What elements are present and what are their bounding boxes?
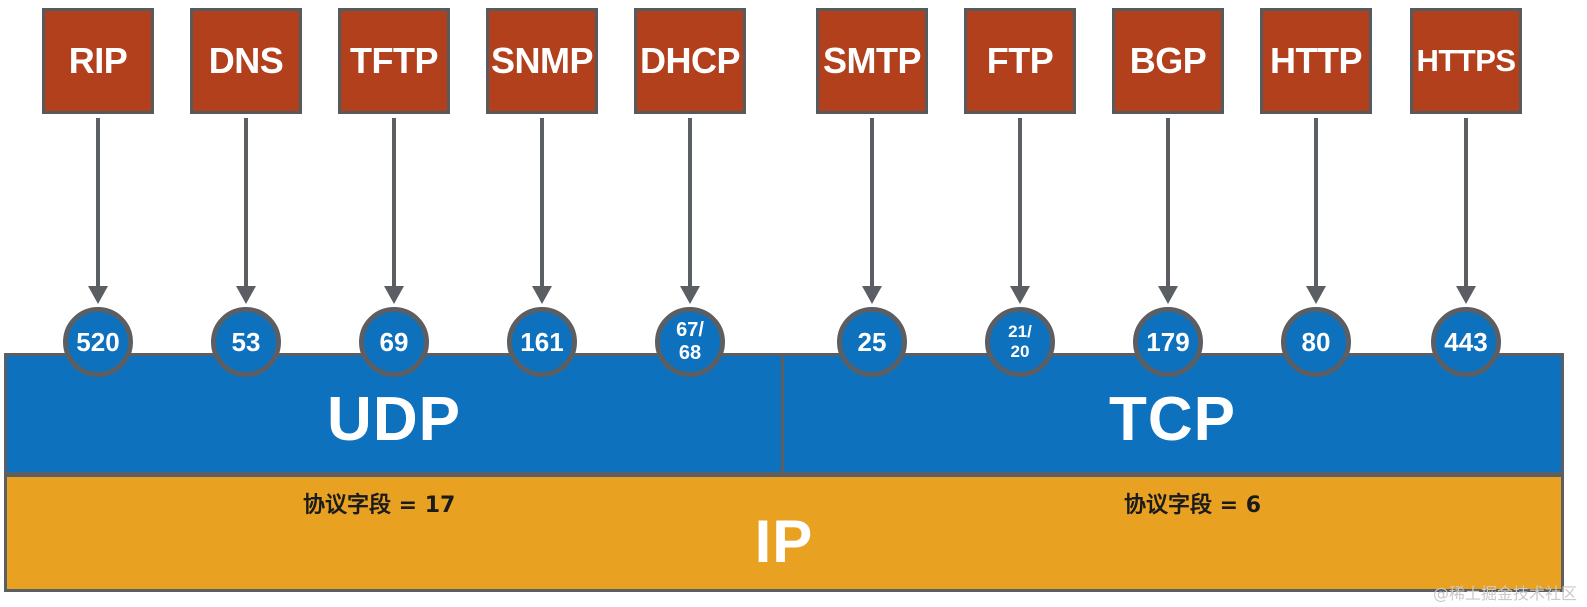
port-circle-dhcp: 67/68 bbox=[655, 307, 725, 377]
protocol-label: SMTP bbox=[822, 40, 922, 81]
port-number: 25 bbox=[857, 327, 887, 357]
arrow-line bbox=[688, 118, 692, 288]
port-circle-https: 443 bbox=[1431, 307, 1501, 377]
protocol-box-smtp: SMTP bbox=[816, 8, 928, 114]
udp-layer-label: UDP bbox=[327, 385, 461, 454]
arrow-line bbox=[96, 118, 100, 288]
protocol-box-bgp: BGP bbox=[1112, 8, 1224, 114]
arrow-head-icon bbox=[1306, 286, 1326, 304]
arrow-head-icon bbox=[1456, 286, 1476, 304]
protocol-box-dns: DNS bbox=[190, 8, 302, 114]
port-number: 21/ bbox=[1008, 322, 1032, 342]
port-circle-ftp: 21/20 bbox=[985, 307, 1055, 377]
protocol-box-dhcp: DHCP bbox=[634, 8, 746, 114]
arrow-head-icon bbox=[88, 286, 108, 304]
arrow-head-icon bbox=[384, 286, 404, 304]
port-circle-tftp: 69 bbox=[359, 307, 429, 377]
protocol-box-http: HTTP bbox=[1260, 8, 1372, 114]
arrow-head-icon bbox=[680, 286, 700, 304]
udp-layer: UDP bbox=[4, 353, 784, 475]
arrow-head-icon bbox=[236, 286, 256, 304]
watermark-text: @稀土掘金技术社区 bbox=[1432, 584, 1577, 603]
port-number-alt: 20 bbox=[1010, 342, 1030, 361]
arrow-line bbox=[244, 118, 248, 288]
arrow-line bbox=[1018, 118, 1022, 288]
protocol-label: DHCP bbox=[639, 40, 741, 81]
arrow-head-icon bbox=[1010, 286, 1030, 304]
protocol-label: BGP bbox=[1129, 40, 1207, 81]
tcp-protocol-field-text: 协议字段 = 6 bbox=[1124, 493, 1262, 518]
port-number: 69 bbox=[379, 327, 409, 357]
port-number: 80 bbox=[1301, 327, 1331, 357]
arrow-head-icon bbox=[532, 286, 552, 304]
ip-layer: 协议字段 = 17 协议字段 = 6 IP bbox=[4, 474, 1564, 592]
tcp-layer-label: TCP bbox=[1109, 385, 1236, 454]
port-number: 443 bbox=[1444, 327, 1488, 357]
protocol-label: SNMP bbox=[490, 40, 594, 81]
arrow-head-icon bbox=[862, 286, 882, 304]
port-circle-smtp: 25 bbox=[837, 307, 907, 377]
port-circle-http: 80 bbox=[1281, 307, 1351, 377]
protocol-label: FTP bbox=[986, 40, 1054, 81]
protocol-box-https: HTTPS bbox=[1410, 8, 1522, 114]
arrow-line bbox=[392, 118, 396, 288]
arrow-line bbox=[1166, 118, 1170, 288]
protocol-label: RIP bbox=[68, 40, 128, 81]
protocol-box-snmp: SNMP bbox=[486, 8, 598, 114]
port-number: 67/ bbox=[676, 319, 704, 341]
arrow-line bbox=[1314, 118, 1318, 288]
ip-layer-label: IP bbox=[754, 508, 814, 575]
port-number: 179 bbox=[1146, 327, 1190, 357]
protocol-box-ftp: FTP bbox=[964, 8, 1076, 114]
protocol-label: HTTPS bbox=[1416, 43, 1516, 78]
port-circle-rip: 520 bbox=[63, 307, 133, 377]
port-circle-bgp: 179 bbox=[1133, 307, 1203, 377]
port-number: 53 bbox=[231, 327, 261, 357]
arrow-line bbox=[540, 118, 544, 288]
protocol-label: TFTP bbox=[350, 40, 438, 81]
port-number: 161 bbox=[520, 327, 564, 357]
protocol-label: HTTP bbox=[1270, 40, 1363, 81]
protocol-box-rip: RIP bbox=[42, 8, 154, 114]
arrow-head-icon bbox=[1158, 286, 1178, 304]
protocol-box-tftp: TFTP bbox=[338, 8, 450, 114]
port-circle-snmp: 161 bbox=[507, 307, 577, 377]
protocol-label: DNS bbox=[208, 40, 284, 81]
port-number: 520 bbox=[76, 327, 120, 357]
arrow-line bbox=[1464, 118, 1468, 288]
arrow-line bbox=[870, 118, 874, 288]
port-number-alt: 68 bbox=[678, 342, 702, 364]
udp-protocol-field-text: 协议字段 = 17 bbox=[303, 493, 456, 518]
port-circle-dns: 53 bbox=[211, 307, 281, 377]
